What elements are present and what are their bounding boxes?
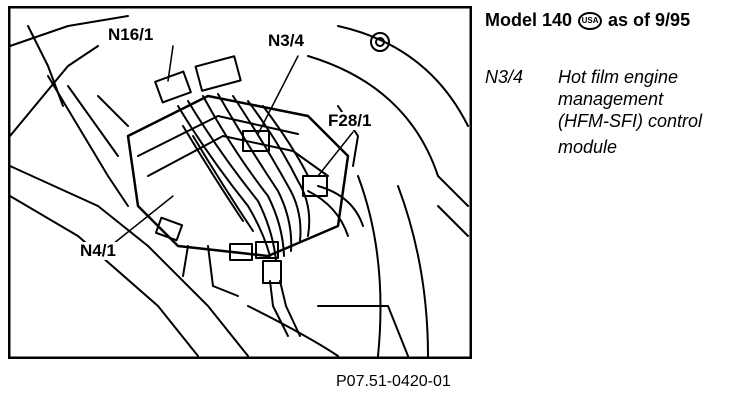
- fender-line: [9, 15, 129, 47]
- usa-badge-icon: USA: [578, 11, 603, 30]
- legend-description: Hot film engine management (HFM-SFI) con…: [558, 66, 748, 158]
- bolt-icon: [370, 32, 390, 52]
- engine-compartment-illustration: N16/1 N3/4 F28/1 N4/1: [8, 6, 472, 359]
- figure-code: P07.51-0420-01: [336, 373, 451, 390]
- control-module-housing: [126, 94, 350, 258]
- legend-code: N3/4: [485, 67, 524, 87]
- legend-line: (HFM-SFI) control: [558, 111, 702, 131]
- leader-n16-1: [167, 45, 174, 82]
- legend-line: management: [558, 89, 664, 109]
- leader-f28-1: [317, 131, 354, 177]
- legend: N3/4 Hot film engine management (HFM-SFI…: [485, 66, 748, 158]
- leader-n3-4: [257, 55, 299, 135]
- callout-f28-1: F28/1: [326, 111, 374, 130]
- model-prefix: Model 140: [485, 10, 573, 30]
- callout-n16-1: N16/1: [106, 25, 156, 44]
- callout-n4-1: N4/1: [78, 241, 118, 260]
- callout-n3-4: N3/4: [266, 31, 306, 50]
- figure-frame: [8, 6, 472, 359]
- legend-line: module: [558, 137, 618, 157]
- model-suffix: as of 9/95: [608, 10, 691, 30]
- legend-line: Hot film engine: [558, 67, 679, 87]
- model-heading: Model 140 USA as of 9/95: [485, 10, 690, 31]
- leader-n4-1: [112, 195, 174, 245]
